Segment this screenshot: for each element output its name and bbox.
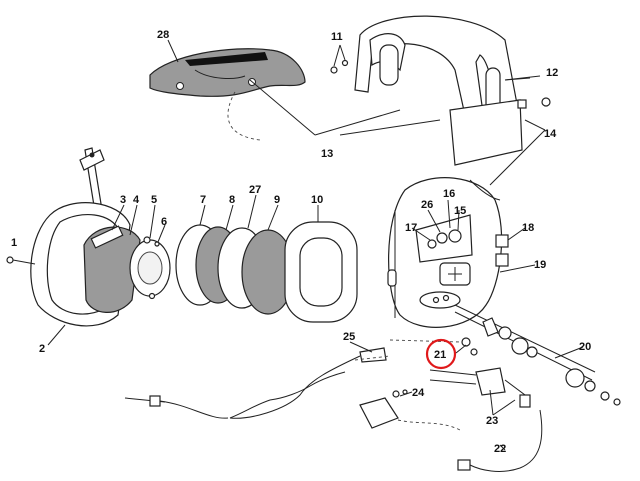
callout-10: 10 <box>311 194 323 206</box>
callout-22: 22 <box>494 443 506 455</box>
callout-11: 11 <box>331 31 343 43</box>
callout-labels: 28 11 12 13 14 1 2 3 4 5 6 7 8 27 9 10 1… <box>11 29 591 455</box>
callout-17: 17 <box>405 222 417 234</box>
callout-25: 25 <box>343 331 355 343</box>
callout-28: 28 <box>157 29 169 41</box>
callout-3: 3 <box>120 194 126 206</box>
callout-24: 24 <box>412 387 425 399</box>
right-earcup-assembly <box>387 177 509 356</box>
callout-1: 1 <box>11 237 17 249</box>
callout-8: 8 <box>229 194 235 206</box>
callout-19: 19 <box>534 259 546 271</box>
callout-18: 18 <box>522 222 534 234</box>
part-28-visor <box>149 48 306 97</box>
callout-13: 13 <box>321 148 333 160</box>
callout-14: 14 <box>544 128 557 140</box>
cable-assembly <box>124 347 543 472</box>
callout-16: 16 <box>443 188 455 200</box>
callout-6: 6 <box>161 216 167 228</box>
callout-5: 5 <box>151 194 157 206</box>
part-12-headband <box>354 15 551 166</box>
callout-4: 4 <box>133 194 140 206</box>
callout-9: 9 <box>274 194 280 206</box>
callout-7: 7 <box>200 194 206 206</box>
callout-15: 15 <box>454 205 466 217</box>
part-11-screws <box>330 44 349 74</box>
callout-23: 23 <box>486 415 498 427</box>
callout-21: 21 <box>434 349 446 361</box>
earcup-cushions <box>175 221 358 323</box>
highlight-circle <box>425 338 457 370</box>
callout-2: 2 <box>39 343 45 355</box>
left-earcup-assembly <box>6 147 171 327</box>
leader-lines <box>47 39 584 451</box>
callout-20: 20 <box>579 341 591 353</box>
callout-27: 27 <box>249 184 261 196</box>
callout-12: 12 <box>546 67 558 79</box>
callout-26: 26 <box>421 199 433 211</box>
part-20-mic-boom <box>454 304 621 406</box>
dashed-connectors <box>227 91 461 361</box>
